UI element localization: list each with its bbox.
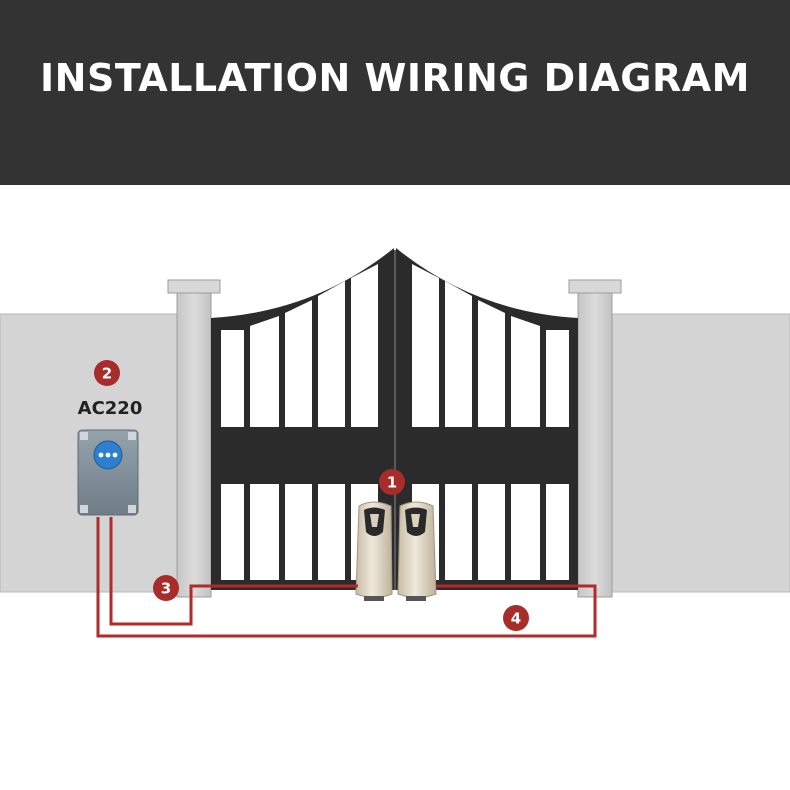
- svg-text:1: 1: [387, 474, 397, 492]
- wire-4: [96, 517, 597, 638]
- control-box: [77, 429, 139, 516]
- gate-opener-left: [355, 501, 393, 601]
- svg-text:2: 2: [102, 365, 112, 383]
- wiring: [96, 517, 597, 638]
- control-box-label: AC220: [78, 398, 143, 419]
- svg-text:3: 3: [161, 580, 171, 598]
- marker-2: 2: [94, 360, 120, 386]
- left-pillar: [167, 279, 221, 598]
- wire-3: [109, 517, 358, 626]
- right-wall: [609, 313, 790, 593]
- marker-3: 3: [153, 575, 179, 601]
- svg-text:4: 4: [511, 610, 521, 628]
- marker-1: 1: [379, 469, 405, 495]
- page-title: INSTALLATION WIRING DIAGRAM: [40, 55, 750, 100]
- swing-gate: [211, 248, 578, 590]
- marker-4: 4: [503, 605, 529, 631]
- header-banner: INSTALLATION WIRING DIAGRAM: [0, 0, 790, 185]
- gate-opener-right: [397, 501, 437, 601]
